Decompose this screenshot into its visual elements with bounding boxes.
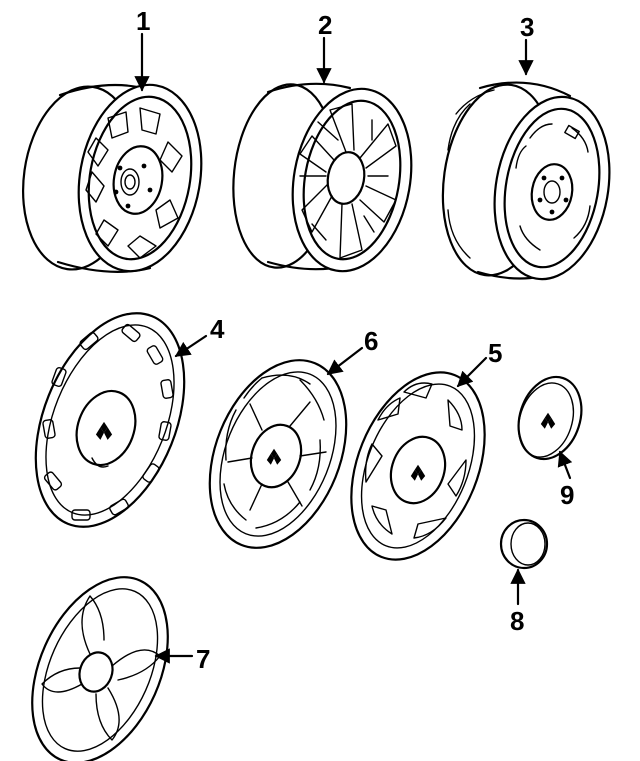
callout-7: 7: [196, 644, 210, 674]
wheel-1: [21, 83, 203, 273]
callout-9: 9: [560, 480, 574, 510]
wheel-2: [232, 82, 413, 273]
cover-7: [31, 576, 169, 761]
callout-6: 6: [364, 326, 378, 356]
cover-5: [350, 371, 486, 561]
callout-1: 1: [136, 6, 150, 36]
cap-8: [499, 518, 549, 570]
callout-4: 4: [210, 314, 225, 344]
wheel-3: [441, 81, 611, 281]
callout-3: 3: [520, 12, 534, 42]
cap-9: [517, 375, 583, 461]
callout-8: 8: [510, 606, 524, 636]
cover-6: [208, 359, 348, 549]
cover-4: [34, 312, 186, 528]
leader-lines: [134, 32, 573, 664]
callout-2: 2: [318, 10, 332, 40]
callout-5: 5: [488, 338, 502, 368]
